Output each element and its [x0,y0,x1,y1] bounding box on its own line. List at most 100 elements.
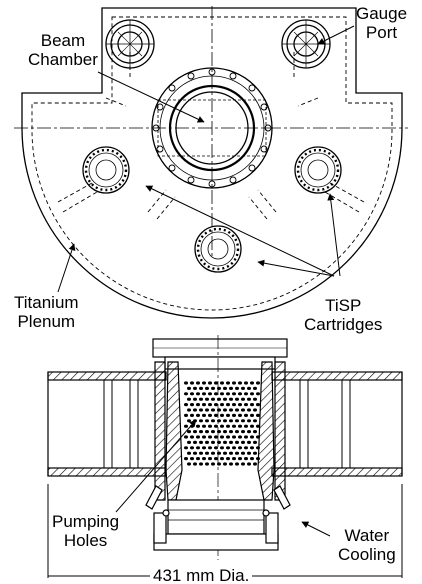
pumping-hole [196,457,200,461]
pumping-hole [184,435,188,439]
pumping-hole [196,381,200,385]
pumping-hole [205,408,209,412]
tisp-leader-left [145,185,335,277]
pumping-hole [238,392,242,396]
pumping-hole [235,440,239,444]
plenum-bottom-wall-right [271,467,403,477]
pumping-hole [250,446,254,450]
pumping-hole [184,392,188,396]
pumping-hole [226,403,230,407]
pumping-hole [253,386,257,390]
pumping-hole [250,435,254,439]
pumping-hole [190,413,194,417]
pumping-hole [199,419,203,423]
pumping-hole [214,446,218,450]
pumping-hole [256,457,260,461]
pumping-hole [238,381,242,385]
titanium-plenum-label-line1: Titanium [14,293,79,312]
pumping-hole [205,386,209,390]
pumping-hole [253,430,257,434]
tisp-cartridges-label: TiSP Cartridges [304,296,382,334]
pumping-hole [205,397,209,401]
gauge-port-right [281,19,331,69]
pumping-hole [232,457,236,461]
pumping-hole [229,419,233,423]
tisp-leader-bottom [257,259,335,277]
pumping-hole [208,392,212,396]
pumping-hole [244,413,248,417]
pumping-hole [199,430,203,434]
pumping-hole [253,397,257,401]
pumping-hole [208,413,212,417]
pumping-hole [232,403,236,407]
pumping-hole [232,446,236,450]
pumping-hole [202,381,206,385]
pumping-hole [253,408,257,412]
pumping-hole [235,462,239,466]
pumping-hole [226,457,230,461]
pumping-hole [196,403,200,407]
pumping-hole [184,381,188,385]
pumping-hole [205,430,209,434]
pumping-hole [250,424,254,428]
pumping-hole [208,457,212,461]
tisp-cartridges-label-line1: TiSP [325,296,362,315]
pumping-hole [238,457,242,461]
pumping-hole [202,392,206,396]
pumping-hole [220,457,224,461]
pumping-hole [193,397,197,401]
leader-lines [57,25,355,537]
pumping-hole [256,381,260,385]
pumping-hole [199,408,203,412]
pumping-hole [250,403,254,407]
pumping-hole [214,457,218,461]
pumping-hole [214,392,218,396]
pumping-hole [223,430,227,434]
pumping-hole [235,451,239,455]
pumping-hole [232,413,236,417]
pumping-hole [193,408,197,412]
pumping-hole [226,424,230,428]
pumping-hole [256,446,260,450]
plenum-outline [21,7,403,319]
beam-chamber-label: Beam Chamber [28,31,98,69]
pumping-hole [256,392,260,396]
pumping-hole [217,462,221,466]
pumping-hole [193,430,197,434]
pumping-hole [247,430,251,434]
pumping-hole [184,424,188,428]
pumping-hole [187,408,191,412]
pumping-hole [202,446,206,450]
gauge-port-label-line2: Port [365,23,398,42]
pumping-hole [232,424,236,428]
pumping-hole [217,419,221,423]
beam-chamber-flange [151,67,273,189]
pumping-hole [223,451,227,455]
pumping-hole-field [184,381,260,466]
pumping-hole [208,446,212,450]
pumping-hole [220,403,224,407]
plenum-internal-ribs [103,380,351,468]
titanium-plenum-label: Titanium Plenum [14,293,79,331]
pumping-hole [211,419,215,423]
pumping-hole [229,440,233,444]
pumping-hole [253,419,257,423]
pumping-hole [208,435,212,439]
pumping-hole [217,440,221,444]
pumping-hole [256,435,260,439]
pumping-hole [187,430,191,434]
pumping-hole [211,386,215,390]
pumping-hole [184,413,188,417]
pumping-hole [199,451,203,455]
pumping-hole [184,446,188,450]
pumping-hole [202,457,206,461]
pumping-hole [247,440,251,444]
pumping-hole [235,430,239,434]
cooling-fitting-right [273,485,291,510]
pumping-hole [220,435,224,439]
water-cooling-label-line1: Water [344,526,390,545]
pumping-hole [244,403,248,407]
tisp-cartridge-left [82,146,130,194]
water-cooling-label-line2: Cooling [338,545,396,564]
